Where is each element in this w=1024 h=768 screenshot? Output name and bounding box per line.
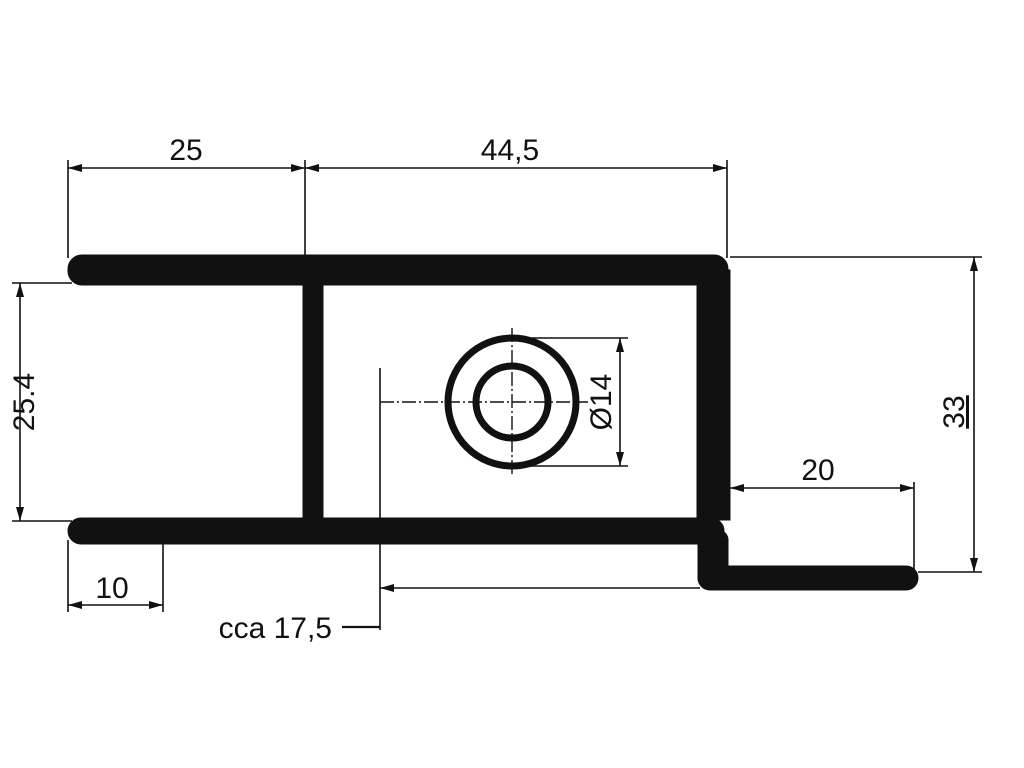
top-flange <box>67 254 729 286</box>
dimension-left: 25.4 <box>8 282 72 522</box>
right-wall <box>696 269 731 521</box>
dim-33-label: 33 <box>938 395 971 428</box>
dim-cca-label: cca 17,5 <box>219 612 332 645</box>
dim-20-label: 20 <box>801 454 834 487</box>
aluminium-profile <box>67 254 919 591</box>
hole <box>380 328 588 476</box>
dim-diameter-label: Ø14 <box>585 374 618 431</box>
dimension-step: 20 <box>730 454 915 570</box>
bottom-flange <box>67 517 725 545</box>
step-flange <box>697 565 919 591</box>
dimension-bottom-left: 10 <box>67 540 164 612</box>
dim-25-label: 25 <box>169 134 202 167</box>
dim-25-4-label: 25.4 <box>8 373 41 431</box>
dimension-hole-diameter: Ø14 <box>512 337 628 467</box>
dim-10-label: 10 <box>95 572 128 605</box>
dimension-top-left: 25 <box>67 134 306 258</box>
inner-web <box>302 269 324 533</box>
dimension-top-right: 44,5 <box>305 134 728 258</box>
dimension-hole-offset: cca 17,5 <box>219 368 700 645</box>
dim-44-5-label: 44,5 <box>481 134 539 167</box>
dimension-right: 33 <box>730 256 982 573</box>
